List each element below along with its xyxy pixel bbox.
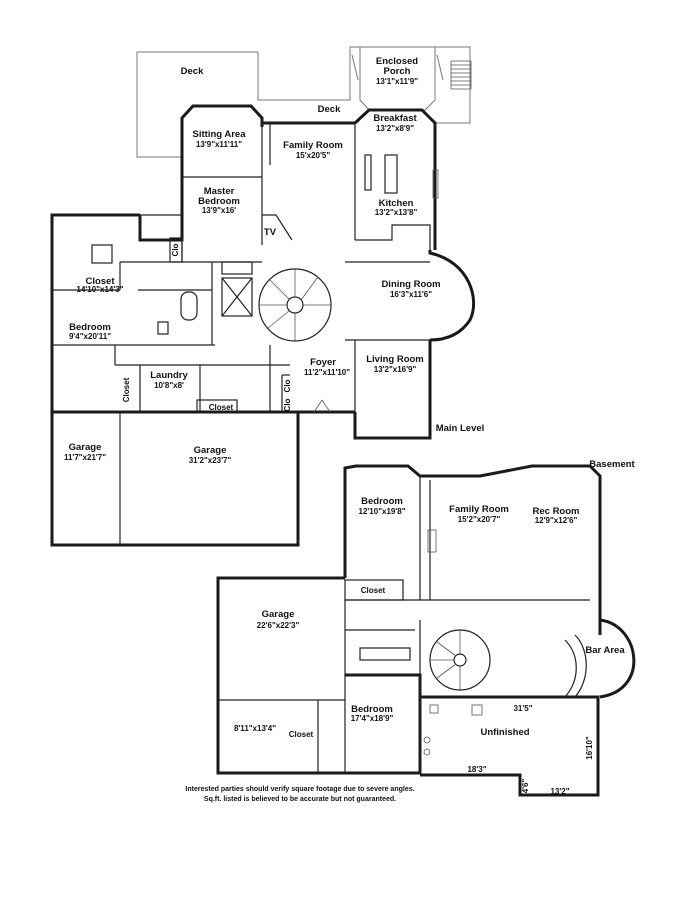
garage-small-dim: 11'7"x21'7" [64,453,106,462]
dining-room-dim: 16'3"x11'6" [390,290,432,299]
enclosed-porch-label-line2: Porch [384,66,411,77]
basement-plan [216,464,636,797]
deck-center-label: Deck [318,104,341,115]
family-room-label: Family Room [283,140,343,151]
dining-room-label: Dining Room [381,279,440,290]
closet-label: Closet [85,276,115,287]
rec-room-label: Rec Room [533,506,580,517]
basement-closet-lower-label: Closet [289,730,314,739]
master-bedroom-dim: 13'9"x16' [202,206,236,215]
dim-4-6: 4'6" [521,778,530,793]
closet-laundry-label: Closet [209,403,234,412]
closet-vertical-label: Closet [122,377,131,402]
bedroom-main-label: Bedroom [69,322,111,333]
sitting-area-dim: 13'9"x11'11" [196,140,242,149]
garage-large-label: Garage [194,445,227,456]
breakfast-dim: 13'2"x8'9" [376,124,414,133]
laundry-label: Laundry [150,370,188,381]
disclaimer-line1: Interested parties should verify square … [185,786,414,793]
unfinished-label: Unfinished [480,727,529,738]
laundry-dim: 10'8"x8' [154,381,184,390]
closet-dim: 14'10"x14'3" [77,285,124,294]
kitchen-dim: 13'2"x13'8" [375,208,418,217]
family-room-dim: 15'x20'5" [296,151,331,160]
dim-16-10: 16'10" [585,736,594,760]
dim-18-3: 18'3" [467,765,486,774]
enclosed-porch-label-line1: Enclosed [376,56,418,67]
tv-label: TV [264,227,277,238]
basement-garage-dim: 22'6"x22'3" [257,621,300,630]
basement-bedroom-lower-label: Bedroom [351,704,393,715]
dim-31-5: 31'5" [513,704,532,713]
breakfast-label: Breakfast [373,113,417,124]
living-room-dim: 13'2"x16'9" [374,365,417,374]
foyer-label: Foyer [310,357,336,368]
rec-room-dim: 12'9"x12'6" [535,516,578,525]
living-room-label: Living Room [366,354,424,365]
clo-foyer-1-label: Clo [283,379,292,392]
clo-foyer-2-label: Clo [283,398,292,411]
basement-label: Basement [589,459,635,470]
basement-garage-label: Garage [262,609,295,620]
bar-area-label: Bar Area [585,645,625,656]
garage-large-dim: 31'2"x23'7" [189,456,232,465]
disclaimer-line2: Sq.ft. listed is believed to be accurate… [204,796,396,803]
spiral-staircase-main [258,268,332,342]
master-bedroom-label-line1: Master [204,186,235,197]
clo-master-label: Clo [171,243,180,256]
spiral-staircase-basement [429,629,491,691]
basement-bedroom-upper-dim: 12'10"x19'8" [359,507,406,516]
bedroom-main-dim: 9'4"x20'11" [69,332,111,341]
deck-left-label: Deck [181,66,204,77]
master-bedroom-label-line2: Bedroom [198,196,240,207]
enclosed-porch-dim: 13'1"x11'9" [376,77,418,86]
main-level-plan [50,46,476,547]
basement-bedroom-lower-dim: 17'4"x18'9" [351,714,394,723]
garage-small-label: Garage [69,442,102,453]
garage-annex-dim: 8'11"x13'4" [234,724,276,733]
foyer-dim: 11'2"x11'10" [304,368,350,377]
kitchen-label: Kitchen [379,198,414,209]
basement-closet-upper-label: Closet [361,586,386,595]
main-level-label: Main Level [436,423,485,434]
basement-family-room-dim: 15'2"x20'7" [458,515,501,524]
basement-family-room-label: Family Room [449,504,509,515]
labels: Deck Deck Enclosed Porch 13'1"x11'9" Bre… [64,56,636,803]
basement-bedroom-upper-label: Bedroom [361,496,403,507]
dim-13-2: 13'2" [550,787,569,796]
sitting-area-label: Sitting Area [193,129,247,140]
